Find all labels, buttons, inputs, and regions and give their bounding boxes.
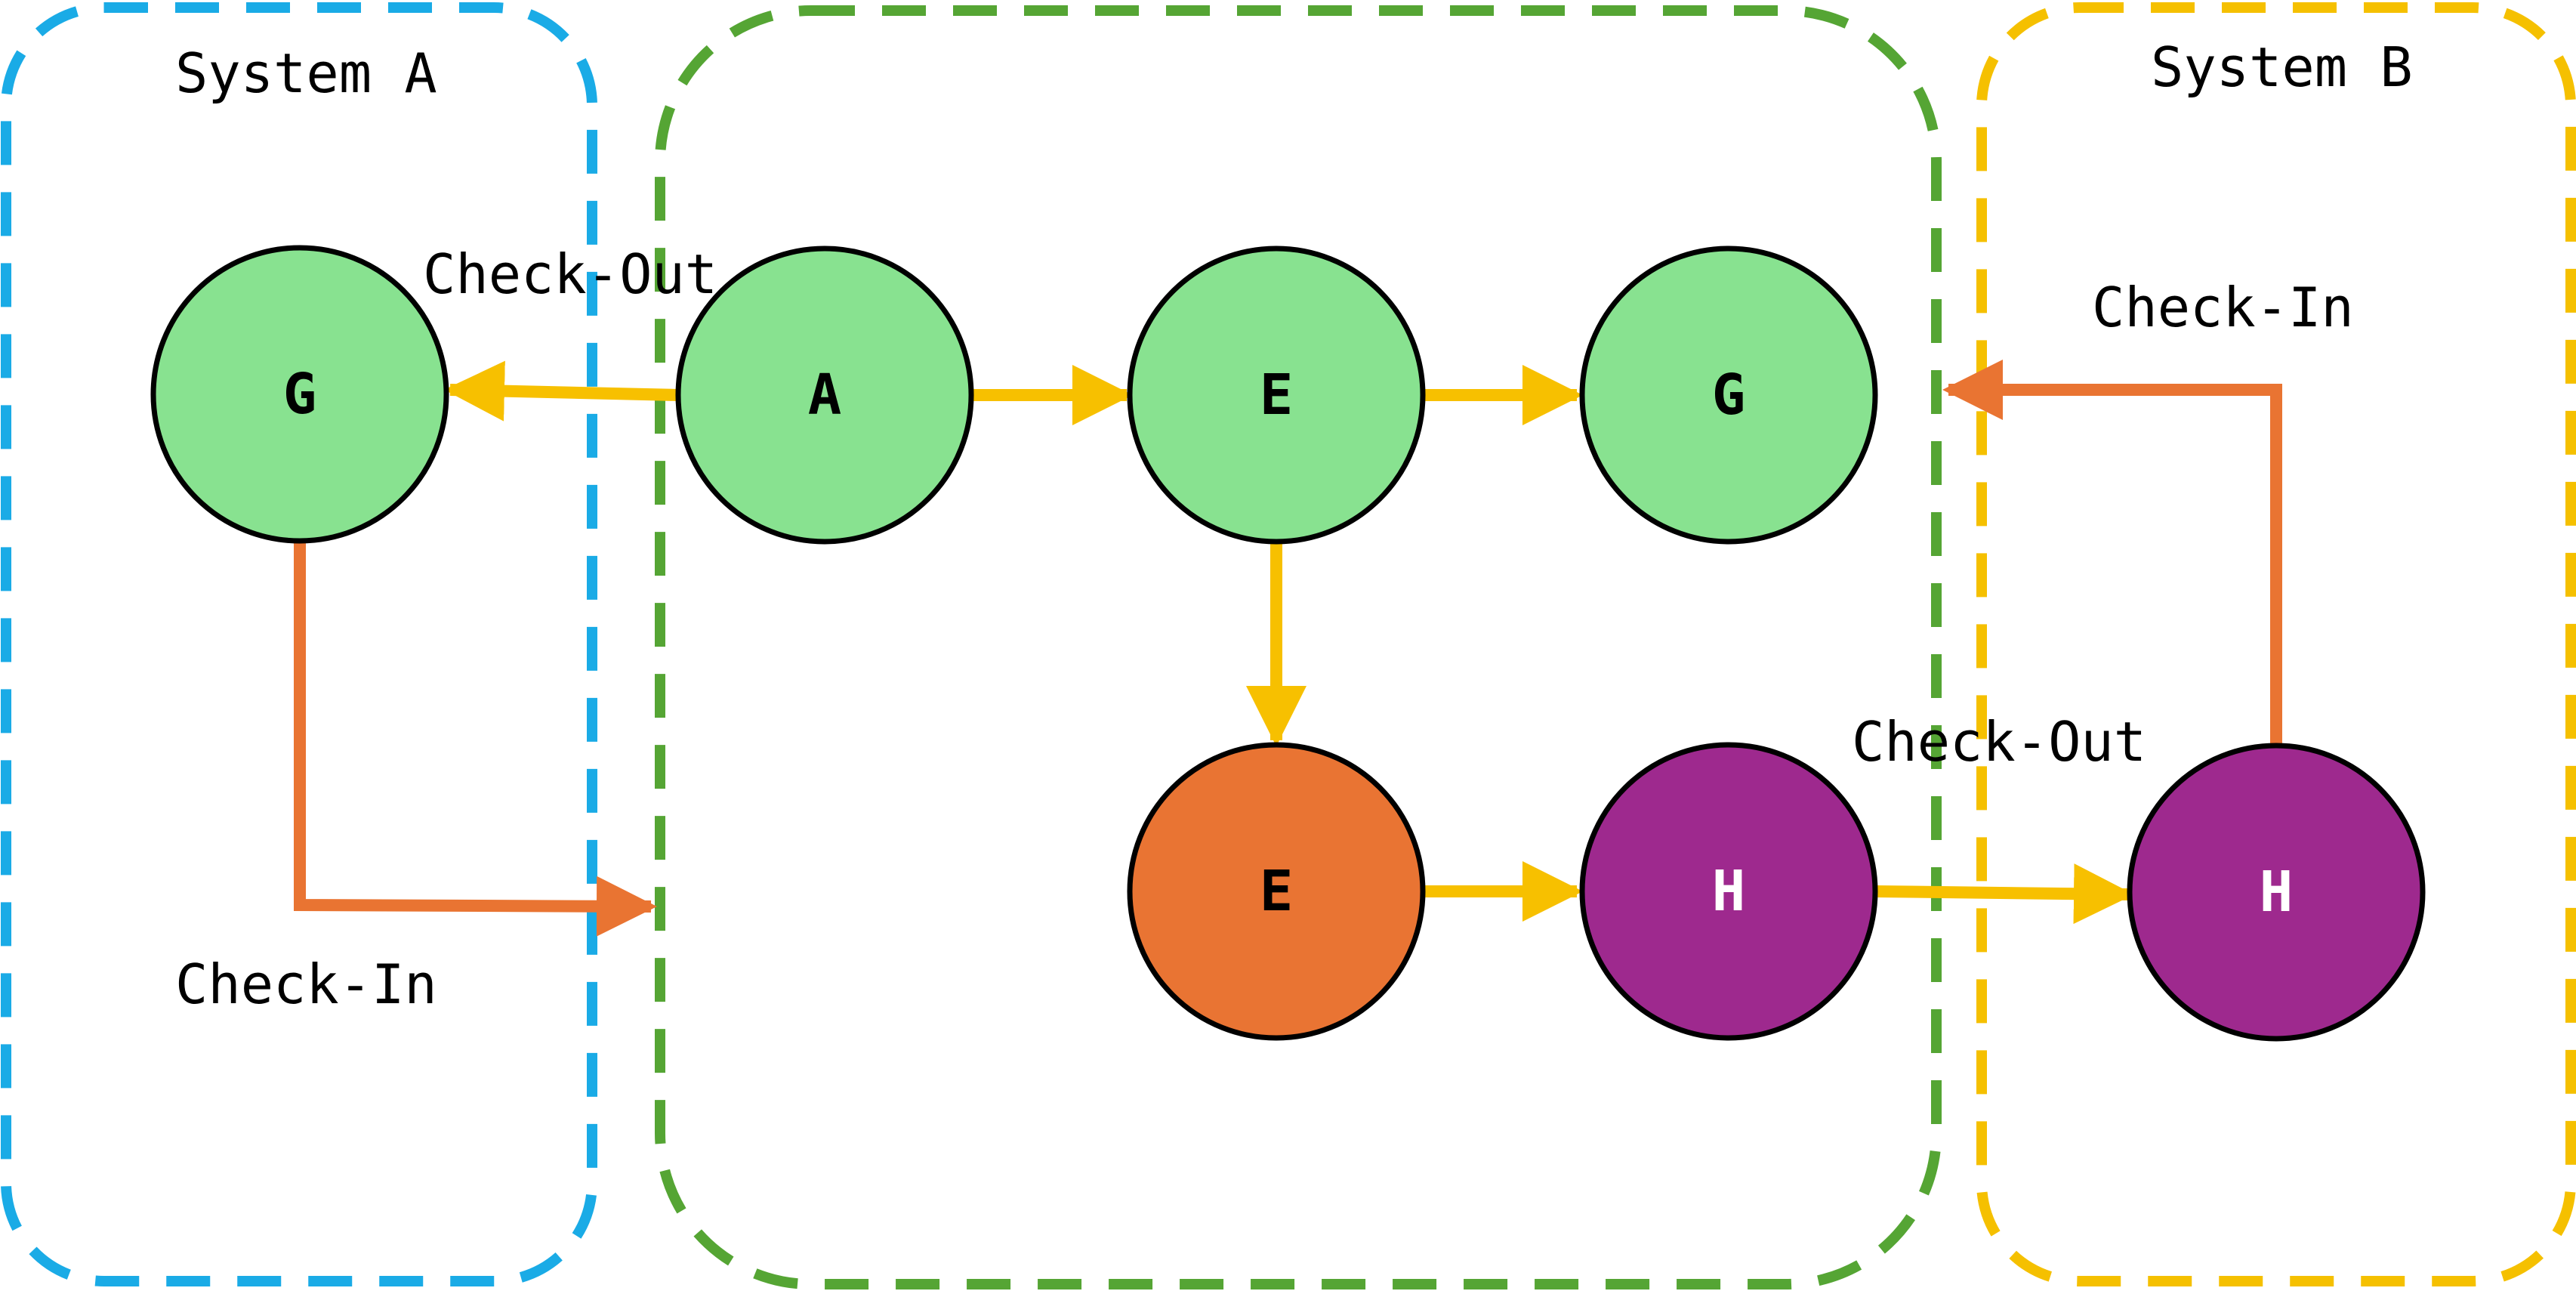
node-h-center-label: H (1712, 859, 1746, 924)
node-h-system-b-label: H (2260, 860, 2294, 925)
arrow-h-to-h-system-b (1875, 863, 2134, 925)
shared-repository-region (655, 5, 1942, 1289)
system-b-region (1976, 2, 2576, 1286)
node-g-center-label: G (1712, 363, 1746, 428)
check-out-label-system-b: Check-Out (1852, 710, 2146, 774)
arrow-a-to-g-system-a (444, 360, 679, 422)
check-out-label-system-a: Check-Out (423, 242, 717, 306)
system-a-region (1, 2, 597, 1286)
node-h-center: H (1579, 742, 1878, 1041)
node-a-label: A (808, 363, 842, 428)
node-e-orange: E (1127, 742, 1426, 1041)
arrow-checkin-system-a (294, 541, 657, 937)
node-e-orange-label: E (1260, 859, 1294, 924)
node-a: A (675, 246, 974, 545)
node-h-system-b: H (2127, 743, 2426, 1042)
arrow-checkin-system-b (1942, 360, 2282, 745)
node-e-top-label: E (1260, 363, 1294, 428)
system-a-label: System A (175, 42, 437, 105)
node-g-system-a-label: G (283, 362, 317, 427)
check-in-label-system-b: Check-In (2092, 276, 2354, 339)
node-e-top: E (1127, 246, 1426, 545)
check-in-label-system-a: Check-In (175, 953, 437, 1016)
system-b-label: System B (2151, 36, 2413, 99)
node-g-system-a: G (150, 245, 449, 544)
node-g-center: G (1579, 246, 1878, 545)
